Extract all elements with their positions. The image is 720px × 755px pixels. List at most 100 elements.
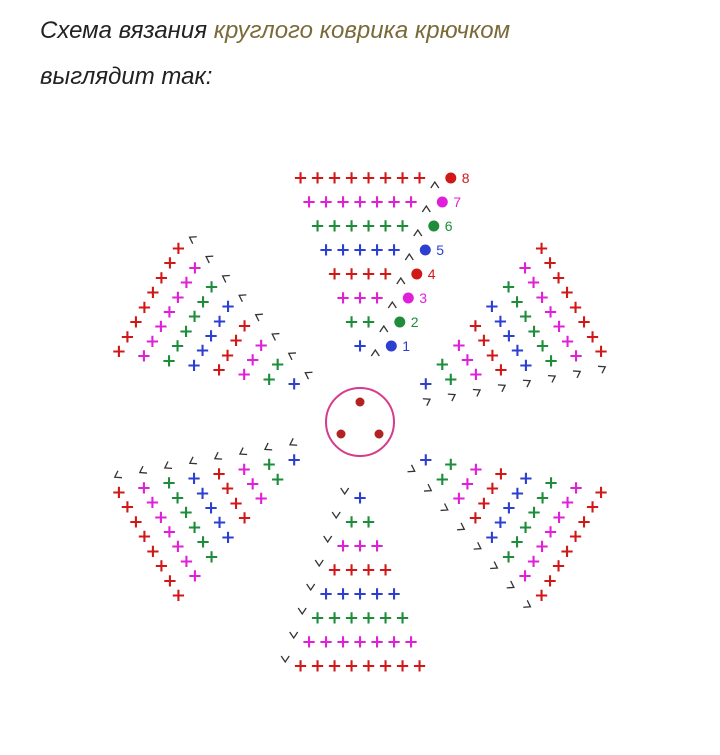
- round-number: 1: [402, 338, 410, 354]
- sc-stitch: +: [187, 517, 202, 538]
- sc-stitch: +: [145, 282, 160, 303]
- sc-stitch: +: [468, 459, 483, 480]
- sc-stitch: +: [443, 454, 458, 475]
- sc-stitch: +: [501, 277, 516, 298]
- sc-stitch: +: [187, 306, 202, 327]
- sc-stitch: +: [468, 364, 483, 385]
- sc-stitch: +: [551, 267, 566, 288]
- sc-stitch: +: [412, 656, 427, 677]
- sc-stitch: +: [212, 512, 227, 533]
- increase-mark: [297, 607, 307, 616]
- sc-stitch: +: [585, 326, 600, 347]
- sc-stitch: +: [517, 257, 532, 278]
- sc-stitch: +: [154, 267, 169, 288]
- increase-mark: [254, 313, 263, 322]
- sc-stitch: +: [361, 656, 376, 677]
- caption-link[interactable]: круглого коврика крючком: [213, 17, 511, 44]
- sc-stitch: +: [361, 216, 376, 237]
- sc-stitch: +: [195, 532, 210, 553]
- increase-mark: [323, 535, 333, 544]
- sc-stitch: +: [386, 632, 401, 653]
- sc-stitch: +: [120, 326, 135, 347]
- sc-stitch: +: [535, 487, 550, 508]
- sc-stitch: +: [179, 551, 194, 572]
- sc-stitch: +: [501, 498, 516, 519]
- sc-stitch: +: [378, 656, 393, 677]
- increase-mark: [440, 503, 449, 512]
- sc-stitch: +: [460, 350, 475, 371]
- sc-stitch: +: [293, 656, 308, 677]
- increase-mark: [497, 384, 507, 393]
- crochet-chart: ++++++++++++++++++++++++++++++++++++1234…: [111, 168, 609, 677]
- sc-stitch: +: [335, 288, 350, 309]
- sc-stitch: +: [369, 584, 384, 605]
- sc-stitch: +: [352, 240, 367, 261]
- sc-stitch: +: [145, 541, 160, 562]
- sc-stitch: +: [412, 168, 427, 189]
- sc-stitch: +: [435, 469, 450, 490]
- sc-stitch: +: [395, 168, 410, 189]
- sc-stitch: +: [136, 346, 151, 367]
- increase-mark: [238, 294, 247, 303]
- wedge: ++++++++++++++++++++++++++++++++++++: [111, 236, 313, 395]
- sc-stitch: +: [369, 632, 384, 653]
- sc-stitch: +: [568, 346, 583, 367]
- sc-stitch: +: [310, 216, 325, 237]
- ring-stitch-dot: [374, 429, 384, 439]
- sc-stitch: +: [543, 253, 558, 274]
- sc-stitch: +: [137, 526, 152, 547]
- sc-stitch: +: [551, 316, 566, 337]
- sc-stitch: +: [229, 330, 244, 351]
- sc-stitch: +: [509, 291, 524, 312]
- increase-mark: [280, 655, 290, 664]
- increase-mark: [473, 541, 482, 550]
- sc-stitch: +: [551, 507, 566, 528]
- sc-stitch: +: [287, 450, 302, 471]
- sc-stitch: +: [318, 632, 333, 653]
- sc-stitch: +: [526, 551, 541, 572]
- increase-mark: [447, 393, 457, 402]
- sc-stitch: +: [352, 488, 367, 509]
- round-dot: [419, 244, 431, 256]
- sc-stitch: +: [361, 168, 376, 189]
- sc-stitch: +: [178, 321, 193, 342]
- caption-prefix: Схема вязания: [40, 17, 214, 44]
- sc-stitch: +: [395, 216, 410, 237]
- increase-mark: [188, 236, 197, 244]
- sc-stitch: +: [195, 483, 210, 504]
- sc-stitch: +: [344, 312, 359, 333]
- round-dot: [428, 220, 440, 232]
- increase-mark: [396, 276, 406, 285]
- sc-stitch: +: [187, 257, 202, 278]
- sc-stitch: +: [327, 264, 342, 285]
- sc-stitch: +: [327, 656, 342, 677]
- round-dot: [394, 316, 406, 328]
- sc-stitch: +: [378, 608, 393, 629]
- sc-stitch: +: [212, 360, 227, 381]
- sc-stitch: +: [352, 288, 367, 309]
- sc-stitch: +: [162, 302, 177, 323]
- sc-stitch: +: [560, 331, 575, 352]
- sc-stitch: +: [378, 560, 393, 581]
- increase-mark: [288, 437, 298, 446]
- sc-stitch: +: [262, 369, 277, 390]
- round-dot: [385, 340, 397, 352]
- increase-mark: [306, 583, 316, 592]
- sc-stitch: +: [568, 526, 583, 547]
- sc-stitch: +: [484, 296, 499, 317]
- sc-stitch: +: [212, 311, 227, 332]
- increase-mark: [506, 580, 515, 589]
- sc-stitch: +: [443, 369, 458, 390]
- increase-mark: [213, 451, 223, 460]
- increase-mark: [289, 631, 299, 640]
- sc-stitch: +: [518, 517, 533, 538]
- sc-stitch: +: [344, 512, 359, 533]
- sc-stitch: +: [468, 508, 483, 529]
- sc-stitch: +: [594, 482, 609, 503]
- round-dot: [411, 268, 423, 280]
- sc-stitch: +: [245, 350, 260, 371]
- sc-stitch: +: [594, 341, 609, 362]
- wedge: ++++++++++++++++++++++++++++++++++++: [418, 238, 609, 407]
- sc-stitch: +: [485, 478, 500, 499]
- increase-mark: [413, 228, 423, 237]
